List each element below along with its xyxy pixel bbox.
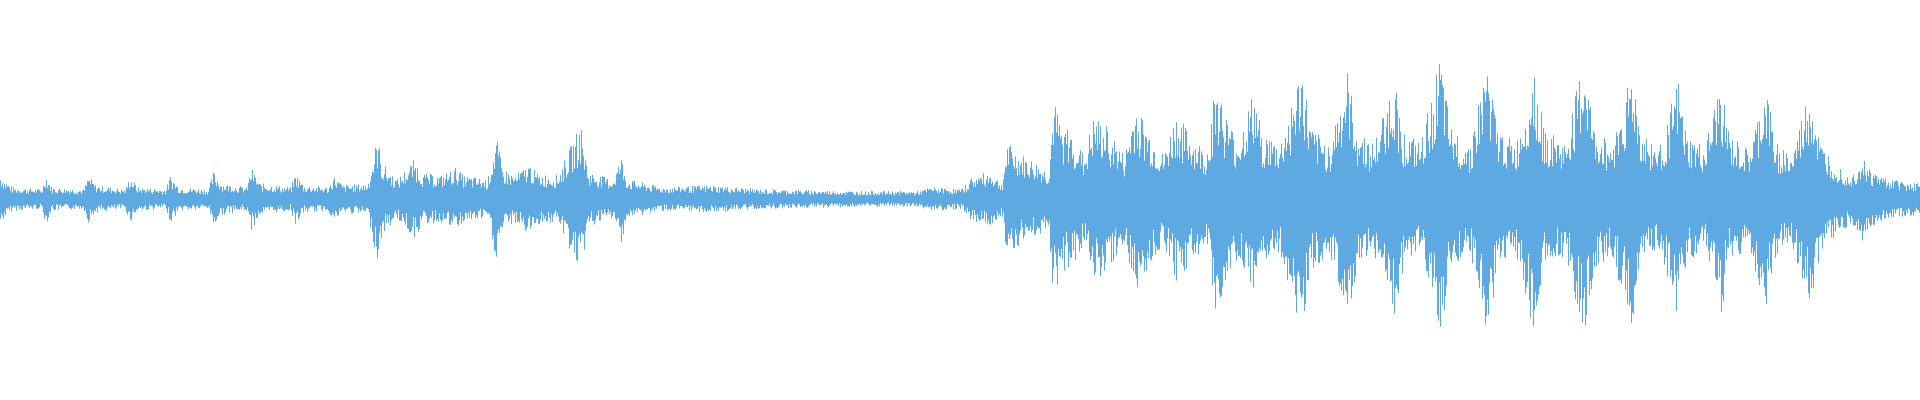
waveform-path <box>0 64 1920 327</box>
waveform-samples <box>0 64 1920 327</box>
